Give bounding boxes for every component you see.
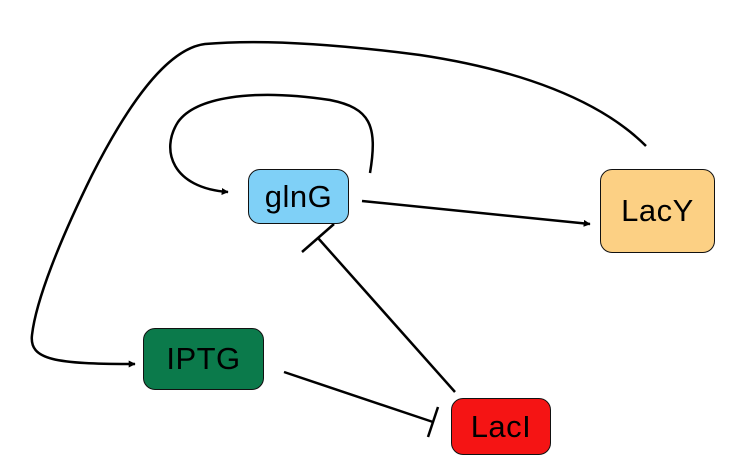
edge-glng-self-loop — [169, 93, 374, 196]
node-glng-label: glnG — [264, 178, 333, 214]
edge-iptg-inhibits-laci — [283, 370, 434, 424]
node-laci-label: LacI — [470, 408, 532, 444]
edge-glng-to-lacy — [361, 199, 591, 227]
node-laci: LacI — [451, 398, 551, 455]
edge-laci-inhibits-glng — [317, 237, 456, 393]
edge-iptg-inhibits-laci-bar — [426, 406, 440, 438]
node-lacy-label: LacY — [621, 193, 694, 228]
edge-lacy-to-iptg — [30, 40, 647, 368]
node-iptg-label: IPTG — [166, 341, 241, 376]
node-iptg: IPTG — [143, 328, 264, 390]
edge-laci-inhibits-glng-bar — [301, 223, 335, 253]
node-glng: glnG — [248, 169, 349, 224]
node-lacy: LacY — [600, 169, 715, 253]
